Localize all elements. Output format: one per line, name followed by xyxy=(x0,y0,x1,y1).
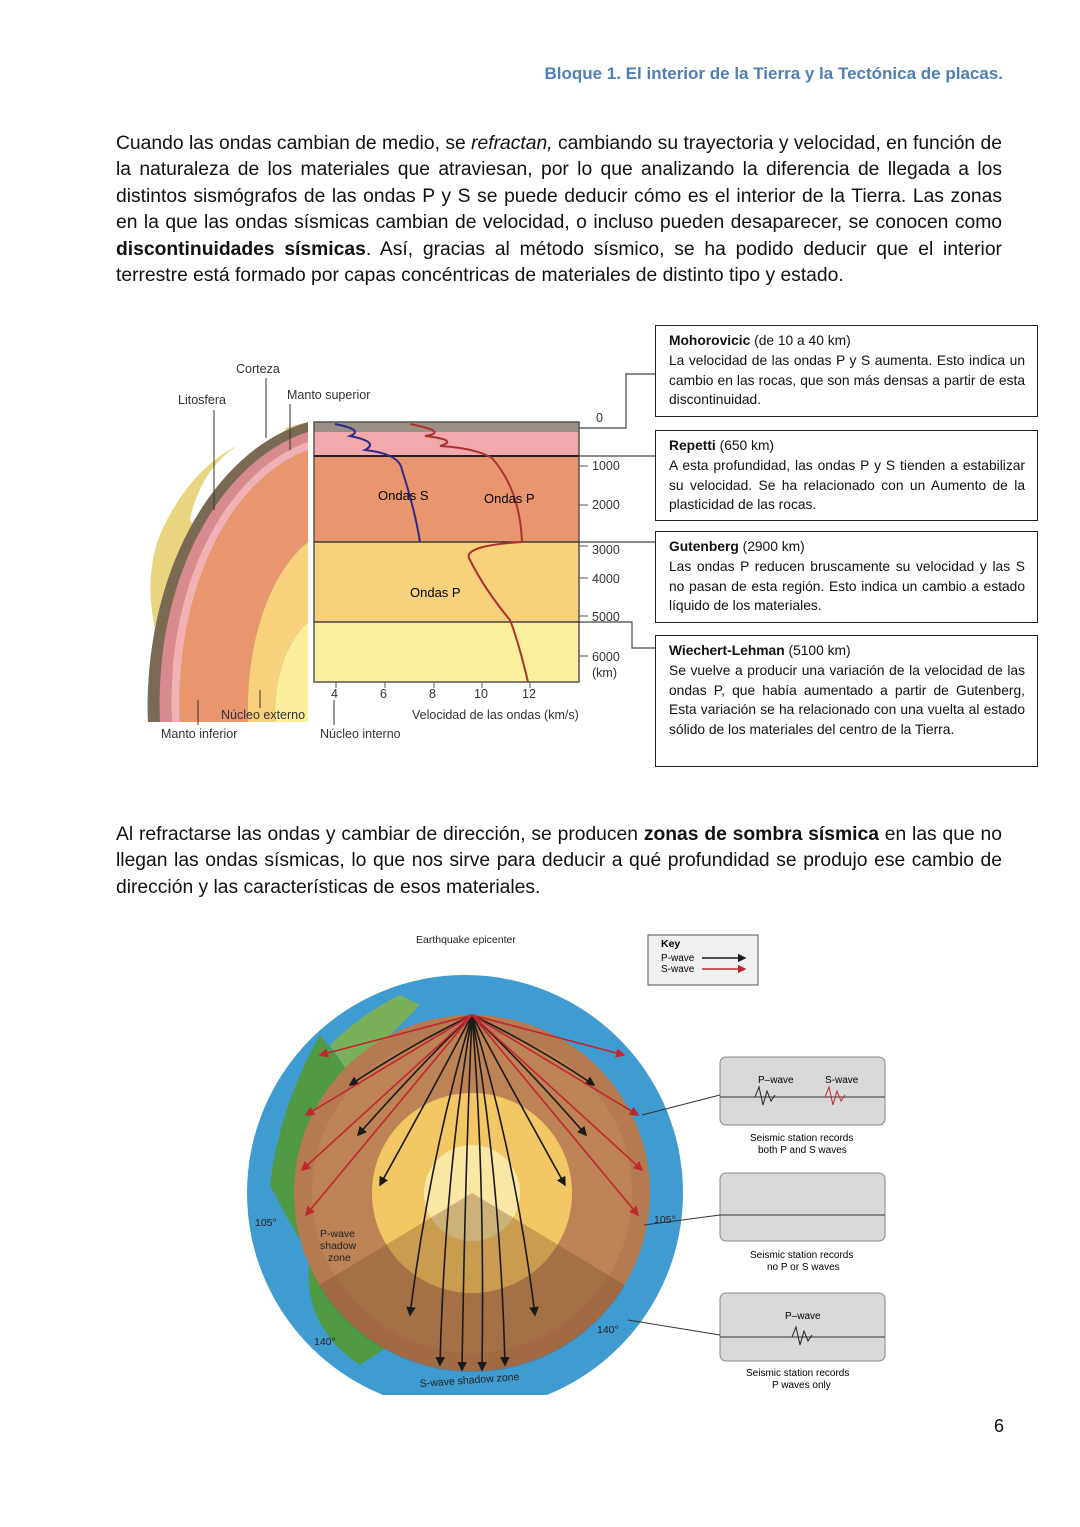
svg-text:4: 4 xyxy=(331,687,338,701)
corteza-label: Corteza xyxy=(236,362,280,376)
svg-text:shadow: shadow xyxy=(320,1240,357,1252)
svg-text:4000: 4000 xyxy=(592,572,620,586)
p-wave-speed-curve xyxy=(409,423,529,683)
ondas-p-lower-label: Ondas P xyxy=(410,585,461,600)
deg105-left: 105° xyxy=(255,1217,277,1229)
deg140-right: 140° xyxy=(597,1324,619,1336)
litosfera-label: Litosfera xyxy=(178,393,226,407)
paragraph-shadow-zones: Al refractarse las ondas y cambiar de di… xyxy=(116,824,1002,898)
ondas-s-label: Ondas S xyxy=(378,488,429,503)
page-header: Bloque 1. El interior de la Tierra y la … xyxy=(544,64,1003,83)
outer-core-layer xyxy=(247,542,308,722)
manto-inferior-label: Manto inferior xyxy=(161,727,237,741)
svg-text:2000: 2000 xyxy=(592,498,620,512)
svg-text:0: 0 xyxy=(596,411,603,425)
svg-text:Seismic station records: Seismic station records xyxy=(750,1133,853,1144)
svg-text:Seismic station records: Seismic station records xyxy=(746,1368,849,1379)
svg-text:S-wave: S-wave xyxy=(661,964,695,975)
nucleo-externo-label: Núcleo externo xyxy=(221,708,305,722)
page-number: 6 xyxy=(993,1416,1004,1436)
manto-superior-label: Manto superior xyxy=(287,388,370,402)
s-wave-rays xyxy=(300,1014,644,1217)
svg-text:P-wave: P-wave xyxy=(661,953,695,964)
nucleo-interno-label: Núcleo interno xyxy=(320,727,401,741)
mohorovicic-box: Mohorovicic (de 10 a 40 km)La velocidad … xyxy=(655,325,1038,417)
station-no-waves: Seismic station records no P or S waves xyxy=(719,1172,886,1273)
svg-text:12: 12 xyxy=(522,687,536,701)
svg-text:Key: Key xyxy=(661,938,680,950)
svg-text:Seismic station records: Seismic station records xyxy=(750,1250,853,1261)
depth-axis: 0 1000 2000 3000 4000 5000 6000 (km) xyxy=(579,411,620,680)
repetti-box: Repetti (650 km)A esta profundidad, las … xyxy=(655,430,1038,521)
svg-text:1000: 1000 xyxy=(592,459,620,473)
p-wave-rays xyxy=(348,1014,596,1372)
svg-text:8: 8 xyxy=(429,687,436,701)
svg-text:(km): (km) xyxy=(592,666,617,680)
station-both-waves: P–wave S-wave Seismic station records bo… xyxy=(719,1056,886,1156)
shadow-zone-figure: Earthquake epicenter 105° 105° 140° 140°… xyxy=(247,934,886,1395)
deg105-right: 105° xyxy=(654,1214,676,1226)
svg-text:S-wave: S-wave xyxy=(825,1075,859,1086)
svg-text:zone: zone xyxy=(328,1252,351,1264)
svg-text:no P or S waves: no P or S waves xyxy=(767,1262,840,1273)
inner-core-layer xyxy=(275,622,308,722)
s-wave-speed-curve xyxy=(334,423,421,543)
legend-key: Key P-wave S-wave xyxy=(647,934,759,986)
wiechert-lehman-box: Wiechert-Lehman (5100 km)Se vuelve a pro… xyxy=(655,635,1038,767)
deg140-left: 140° xyxy=(314,1336,336,1348)
station-p-only: P–wave Seismic station records P waves o… xyxy=(719,1292,886,1391)
svg-text:10: 10 xyxy=(474,687,488,701)
svg-text:P–wave: P–wave xyxy=(758,1075,794,1086)
svg-text:P–wave: P–wave xyxy=(785,1311,821,1322)
speed-axis: 4 6 8 10 12 Velocidad de las ondas (km/s… xyxy=(331,682,579,722)
speed-axis-title: Velocidad de las ondas (km/s) xyxy=(412,708,579,722)
epicenter-label: Earthquake epicenter xyxy=(416,934,516,946)
svg-text:both P and S waves: both P and S waves xyxy=(758,1145,847,1156)
svg-text:5000: 5000 xyxy=(592,610,620,624)
paragraph-refraction: Cuando las ondas cambian de medio, se re… xyxy=(116,133,1002,287)
svg-text:6000: 6000 xyxy=(592,650,620,664)
svg-text:3000: 3000 xyxy=(592,543,620,557)
mantle-layer xyxy=(179,450,308,722)
crust-layer xyxy=(147,422,308,722)
svg-text:6: 6 xyxy=(380,687,387,701)
ondas-p-upper-label: Ondas P xyxy=(484,491,535,506)
earth-layers-figure: Ondas S Ondas P Ondas P 0 1000 2000 3000… xyxy=(147,362,655,741)
svg-text:P waves only: P waves only xyxy=(772,1380,831,1391)
gutenberg-box: Gutenberg (2900 km)Las ondas P reducen b… xyxy=(655,531,1038,623)
p-shadow-label: P-wave xyxy=(320,1228,355,1240)
